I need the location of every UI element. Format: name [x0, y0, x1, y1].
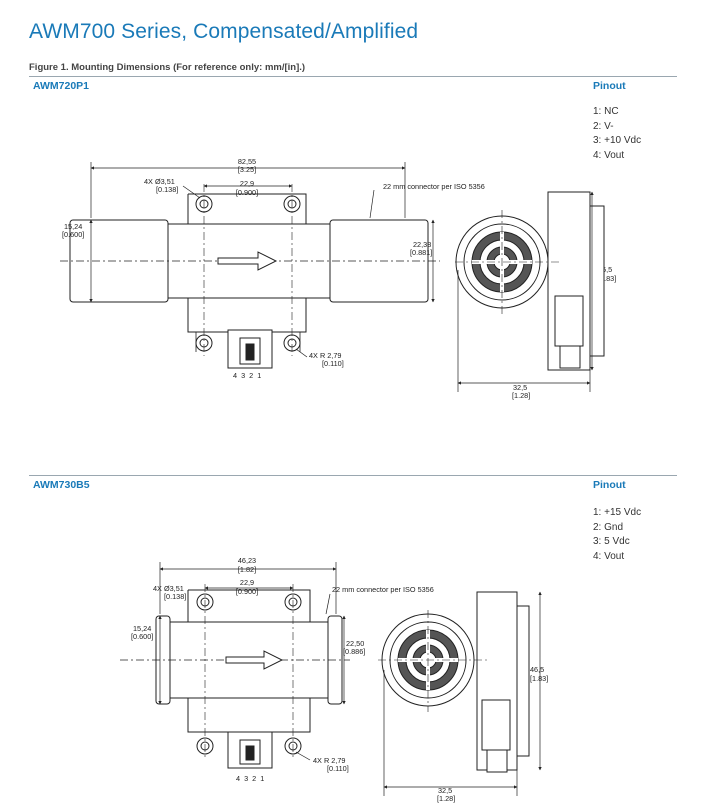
svg-text:46,5: 46,5	[530, 665, 544, 674]
dimension-labels: 82,55 [3.25] 4X Ø3,51 [0.138] 22,9 [0.90…	[62, 157, 616, 400]
svg-text:4X Ø3,51: 4X Ø3,51	[144, 177, 175, 186]
svg-text:[1.82]: [1.82]	[238, 565, 256, 574]
svg-text:22 mm connector per ISO 5356: 22 mm connector per ISO 5356	[332, 585, 434, 594]
figure-caption: Figure 1. Mounting Dimensions (For refer…	[29, 62, 306, 73]
svg-text:[0.110]: [0.110]	[322, 359, 344, 368]
svg-text:4 3 2 1: 4 3 2 1	[236, 774, 264, 783]
svg-text:46,23: 46,23	[238, 556, 256, 565]
svg-text:4X R 2,79: 4X R 2,79	[313, 756, 345, 765]
sensor-top-view	[60, 184, 440, 369]
svg-text:32,5: 32,5	[513, 383, 527, 392]
model-label-awm730b5: AWM730B5	[33, 479, 90, 491]
divider	[29, 76, 677, 77]
svg-text:22,50: 22,50	[346, 639, 364, 648]
svg-text:[0.110]: [0.110]	[327, 764, 349, 773]
svg-text:22,9: 22,9	[240, 578, 254, 587]
sensor-end-view	[378, 591, 530, 773]
pinout-list: 1: NC 2: V- 3: +10 Vdc 4: Vout	[593, 105, 641, 163]
pin-item: 1: +15 Vdc	[593, 507, 642, 518]
pin-item: 4: Vout	[593, 149, 625, 161]
divider	[29, 475, 677, 476]
svg-text:[0.600]: [0.600]	[131, 632, 153, 641]
pin-item: 3: +10 Vdc	[593, 135, 642, 146]
svg-text:[1.28]: [1.28]	[437, 794, 455, 803]
svg-text:[3.25]: [3.25]	[238, 165, 256, 174]
svg-text:[0.900]: [0.900]	[236, 587, 258, 596]
pinout-title: Pinout	[593, 80, 626, 92]
svg-text:22,9: 22,9	[240, 179, 254, 188]
dim-overall: 82,55	[238, 157, 256, 166]
pin-item: 4: Vout	[593, 550, 625, 562]
svg-text:15,24: 15,24	[64, 222, 82, 231]
model-label-awm720p1: AWM720P1	[33, 80, 90, 92]
page-title: AWM700 Series, Compensated/Amplified	[29, 20, 419, 43]
svg-text:[0.138]: [0.138]	[164, 592, 186, 601]
pinout-list: 1: +15 Vdc 2: Gnd 3: 5 Vdc 4: Vout	[593, 506, 641, 564]
pinout-title: Pinout	[593, 479, 626, 491]
svg-text:32,5: 32,5	[438, 786, 452, 795]
svg-text:[1.28]: [1.28]	[512, 391, 530, 400]
pin-item: 2: Gnd	[593, 521, 624, 533]
svg-text:[0.900]: [0.900]	[236, 188, 258, 197]
svg-text:4X Ø3,51: 4X Ø3,51	[153, 584, 184, 593]
svg-text:22 mm connector per ISO 5356: 22 mm connector per ISO 5356	[383, 182, 485, 191]
svg-text:[1.83]: [1.83]	[530, 674, 548, 683]
svg-text:4X R 2,79: 4X R 2,79	[309, 351, 341, 360]
pin-item: 2: V-	[593, 120, 614, 132]
svg-text:15,24: 15,24	[133, 624, 151, 633]
sensor-end-view	[455, 191, 605, 371]
svg-text:4 3 2 1: 4 3 2 1	[233, 371, 261, 380]
svg-text:[1.83]: [1.83]	[598, 274, 616, 283]
svg-text:[0.881]: [0.881]	[410, 248, 432, 257]
svg-text:[0.886]: [0.886]	[343, 647, 365, 656]
sensor-top-view	[120, 584, 350, 769]
svg-text:[0.600]: [0.600]	[62, 230, 84, 239]
pin-item: 1: NC	[593, 106, 619, 117]
svg-text:22,38: 22,38	[413, 240, 431, 249]
svg-text:[0.138]: [0.138]	[156, 185, 178, 194]
pin-item: 3: 5 Vdc	[593, 536, 630, 547]
svg-text:46,5: 46,5	[598, 265, 612, 274]
dimension-labels: 46,23 [1.82] 4X Ø3,51 [0.138] 22,9 [0.90…	[131, 556, 548, 803]
